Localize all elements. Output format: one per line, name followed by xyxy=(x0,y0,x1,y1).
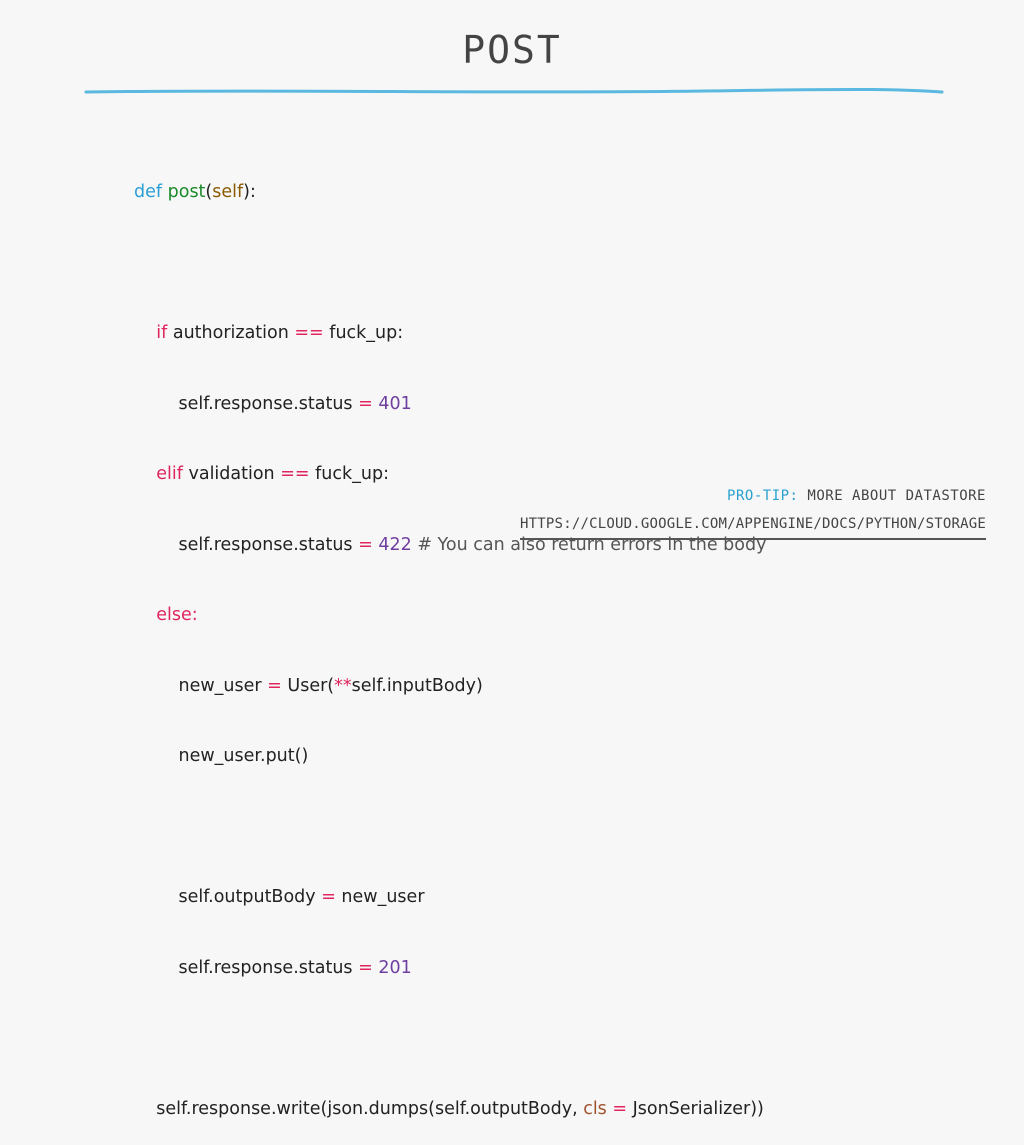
code-text: self.response.status xyxy=(178,393,359,414)
code-text: JsonSerializer)) xyxy=(627,1098,764,1119)
code-line: self.response.write(json.dumps(self.outp… xyxy=(134,1098,766,1122)
code-line: if authorization == fuck_up: xyxy=(134,322,766,346)
code-text: ): xyxy=(243,182,256,202)
slide-title: POST xyxy=(462,28,562,72)
code-line: self.outputBody = new_user xyxy=(134,886,766,910)
title-divider xyxy=(84,87,944,94)
code-line-blank xyxy=(134,1027,766,1051)
code-text: ( xyxy=(205,182,213,202)
keyword: else: xyxy=(156,605,198,625)
code-text: new_user xyxy=(178,675,268,696)
number: 201 xyxy=(372,957,412,978)
function-name: post xyxy=(167,182,206,202)
protip: PRO-TIP: MORE ABOUT DATASTORE xyxy=(727,488,986,504)
code-text: new_user.put() xyxy=(178,746,309,766)
code-line-blank xyxy=(134,252,766,276)
code-line: new_user = User(**self.inputBody) xyxy=(134,675,766,699)
code-line: elif validation == fuck_up: xyxy=(134,463,766,487)
param: self xyxy=(212,182,244,202)
operator: = xyxy=(358,393,373,414)
operator: = xyxy=(321,887,336,907)
number: 422 xyxy=(372,534,412,555)
keyword: elif xyxy=(156,464,183,484)
operator: = xyxy=(358,534,373,555)
operator: = xyxy=(267,675,282,696)
code-text: validation xyxy=(182,464,281,484)
code-text: User( xyxy=(281,675,335,696)
code-line: else: xyxy=(134,604,766,628)
reference-link[interactable]: HTTPS://CLOUD.GOOGLE.COM/APPENGINE/DOCS/… xyxy=(520,516,986,540)
keyword: if xyxy=(156,323,168,343)
keyword-argument: cls xyxy=(583,1098,607,1119)
code-text: authorization xyxy=(167,323,295,343)
protip-label: PRO-TIP: xyxy=(727,488,799,504)
code-line: def post(self): xyxy=(134,181,766,205)
operator: == xyxy=(294,323,324,343)
code-block: def post(self): if authorization == fuck… xyxy=(134,134,766,1145)
code-line: new_user.put() xyxy=(134,745,766,769)
code-text: new_user xyxy=(335,887,425,907)
code-text: self.response.write(json.dumps(self.outp… xyxy=(156,1098,584,1119)
code-text: self.response.status xyxy=(178,534,359,555)
protip-text: MORE ABOUT DATASTORE xyxy=(798,488,986,504)
code-line-blank xyxy=(134,816,766,840)
code-text: self.inputBody) xyxy=(351,675,483,696)
code-text: self.response.status xyxy=(178,957,359,978)
operator: = xyxy=(606,1098,628,1119)
operator: == xyxy=(280,464,310,484)
code-text: self.outputBody xyxy=(178,887,322,907)
code-text: fuck_up: xyxy=(309,464,389,484)
operator: = xyxy=(358,957,373,978)
code-line: self.response.status = 201 xyxy=(134,957,766,981)
keyword: def xyxy=(134,182,163,202)
code-text: fuck_up: xyxy=(323,323,404,343)
operator: ** xyxy=(334,675,352,696)
number: 401 xyxy=(372,393,412,414)
code-line: self.response.status = 401 xyxy=(134,393,766,417)
